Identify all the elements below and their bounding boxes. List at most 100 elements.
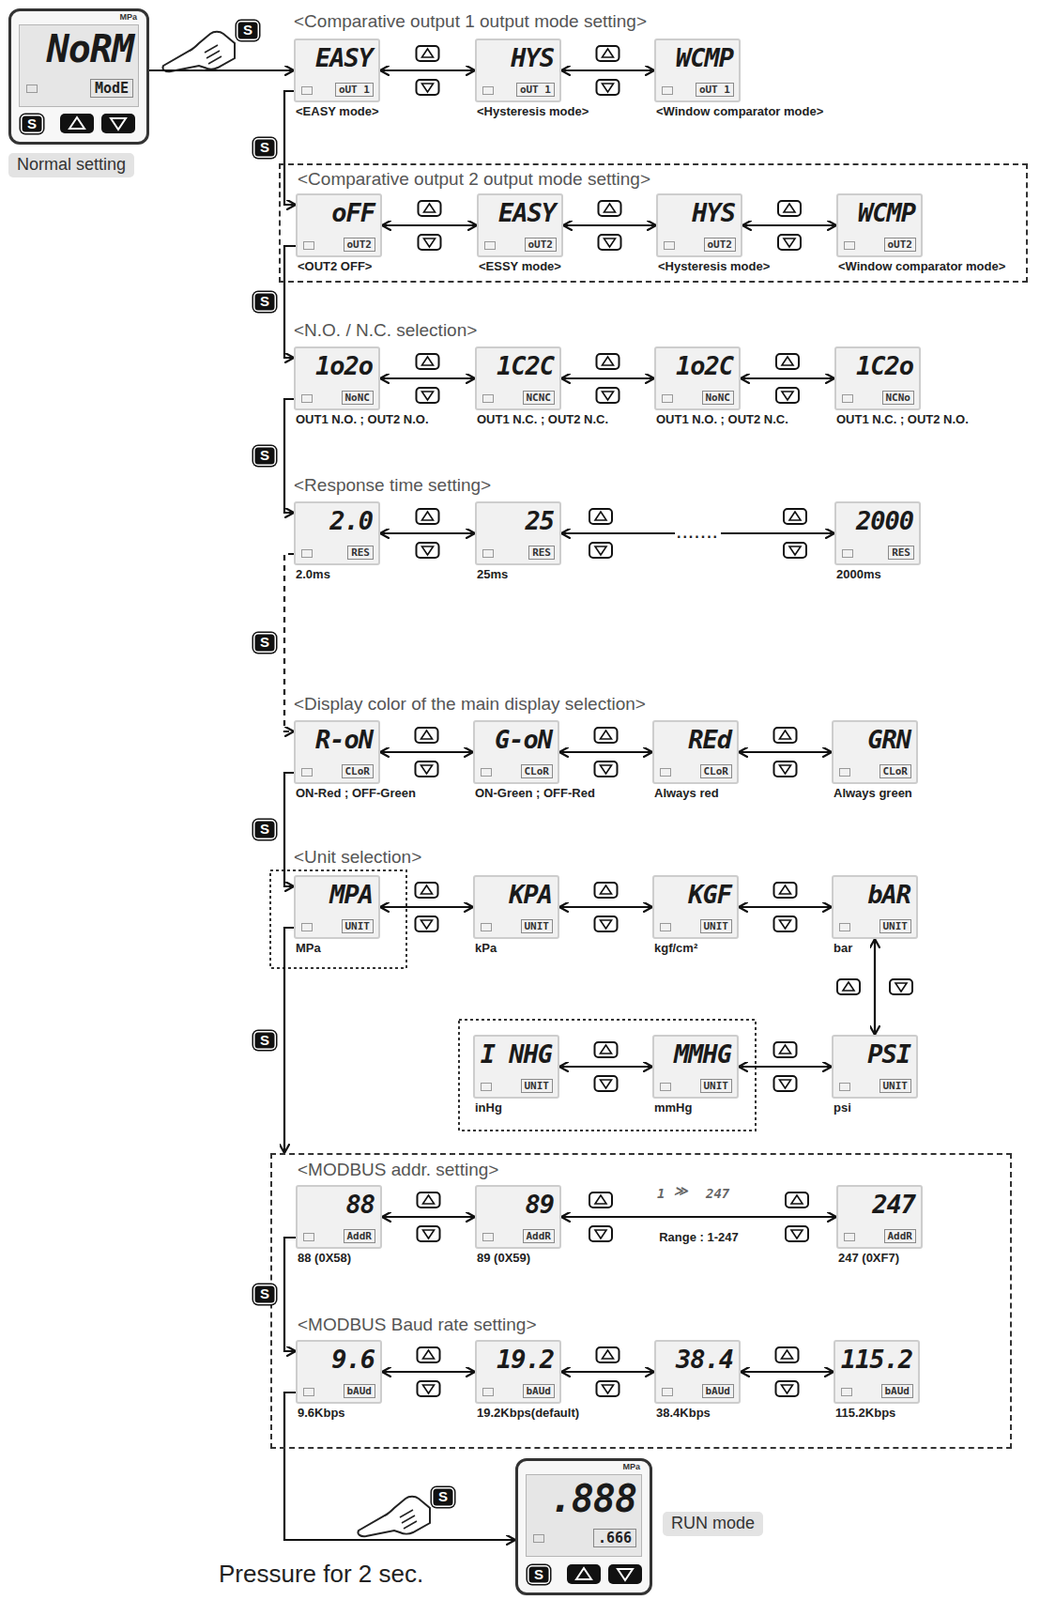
display-value: .888 bbox=[550, 1479, 637, 1517]
lcd-display: 2000RES2000ms bbox=[834, 501, 921, 566]
display-value: EASY bbox=[498, 199, 556, 226]
display-value: oFF bbox=[331, 199, 375, 226]
display-value: KPA bbox=[508, 881, 552, 907]
display-value: 19.2 bbox=[496, 1345, 554, 1372]
lcd-display: 115.2bAUd115.2Kbps bbox=[833, 1339, 920, 1404]
segment-mark bbox=[303, 1232, 315, 1241]
set-button: S bbox=[236, 20, 260, 41]
triangle-symbol bbox=[110, 118, 126, 130]
arrow-button-symbol bbox=[418, 200, 442, 216]
option-caption: mmHg bbox=[654, 1100, 692, 1116]
arrow-button-symbol bbox=[774, 727, 797, 743]
set-button: S bbox=[253, 137, 276, 158]
option-caption: 247 (0XF7) bbox=[838, 1250, 900, 1266]
arrow-button-symbol bbox=[595, 761, 618, 777]
range-display: 1 bbox=[657, 1186, 665, 1200]
segment-mark bbox=[839, 1082, 851, 1091]
option-caption: kPa bbox=[474, 940, 497, 956]
section-heading: <Comparative output 2 output mode settin… bbox=[295, 168, 653, 190]
arrow-button-symbol bbox=[595, 882, 618, 898]
set-button: S bbox=[527, 1564, 551, 1585]
segment-mark bbox=[301, 86, 313, 95]
display-value: GRN bbox=[867, 726, 911, 752]
unit-mark: MPa bbox=[622, 1462, 641, 1471]
display-label: NoNC bbox=[702, 390, 735, 405]
set-button: S bbox=[253, 632, 276, 653]
display-label: oUT2 bbox=[524, 237, 558, 252]
option-caption: OUT1 N.C. ; OUT2 N.O. bbox=[836, 412, 969, 428]
lcd-display: 1C2oNCNoOUT1 N.C. ; OUT2 N.O. bbox=[834, 346, 921, 411]
display-label: NCNC bbox=[522, 390, 556, 405]
option-caption: <Hysteresis mode> bbox=[476, 104, 589, 120]
segment-mark bbox=[482, 1232, 494, 1241]
flow-arrow bbox=[738, 750, 832, 753]
arrow-button-symbol bbox=[776, 353, 799, 369]
arrow-button-symbol bbox=[596, 1380, 620, 1396]
display-value: WCMP bbox=[857, 199, 916, 226]
button-body bbox=[101, 113, 136, 134]
arrow-button-symbol bbox=[416, 45, 440, 62]
display-label: AddR bbox=[884, 1228, 918, 1243]
display-label: oUT 1 bbox=[695, 82, 735, 97]
section-heading: <Display color of the main display selec… bbox=[293, 693, 646, 715]
lcd-display: EASYoUT 1<EASY mode> bbox=[293, 38, 381, 103]
option-caption: Always red bbox=[654, 785, 719, 801]
option-caption: inHg bbox=[474, 1100, 503, 1116]
lcd-display: PSIUNITpsi bbox=[831, 1034, 918, 1099]
lcd-display: 1o2CNoNCOUT1 N.O. ; OUT2 N.C. bbox=[654, 346, 741, 411]
lcd-display: R-oNCLoRON-Red ; OFF-Green bbox=[293, 719, 381, 784]
option-caption: <EASY mode> bbox=[295, 104, 380, 120]
segment-mark bbox=[839, 767, 851, 777]
segment-mark bbox=[663, 241, 675, 250]
arrow-button-symbol bbox=[417, 1225, 441, 1241]
triangle-symbol bbox=[617, 1568, 633, 1580]
display-value: 2000 bbox=[856, 507, 914, 534]
segment-mark bbox=[480, 1082, 492, 1091]
arrow-button-symbol bbox=[416, 353, 440, 369]
display-value: NoRM bbox=[46, 30, 134, 68]
arrow-button-symbol bbox=[783, 542, 807, 558]
lcd-display: KGFUNITkgf/cm² bbox=[652, 874, 739, 939]
display-value: 89 bbox=[524, 1191, 554, 1217]
segment-mark bbox=[301, 549, 313, 558]
segment-mark bbox=[482, 1387, 494, 1396]
arrow-button-symbol bbox=[416, 508, 440, 524]
display-label: oUT 1 bbox=[335, 82, 374, 97]
option-caption: MPa bbox=[295, 940, 322, 956]
display-value: HYS bbox=[691, 199, 735, 226]
edge-label: Range : 1-247 bbox=[657, 1229, 741, 1245]
segment-mark bbox=[841, 1387, 853, 1396]
arrow-button-symbol bbox=[774, 1075, 797, 1091]
lcd-display: HYSoUT 1<Hysteresis mode> bbox=[474, 38, 562, 103]
set-button: S bbox=[253, 1030, 276, 1051]
option-caption: bar bbox=[833, 940, 853, 956]
segment-mark bbox=[839, 922, 851, 932]
flow-arrow bbox=[284, 1237, 296, 1351]
display-label: UNIT bbox=[700, 918, 734, 933]
segment-mark bbox=[661, 394, 673, 403]
lcd-display: 1C2CNCNCOUT1 N.C. ; OUT2 N.C. bbox=[474, 346, 562, 411]
segment-mark bbox=[301, 922, 313, 932]
display-label: CLoR bbox=[879, 764, 913, 779]
arrow-button-symbol bbox=[778, 200, 801, 216]
display-label: AddR bbox=[343, 1228, 377, 1243]
dashed-frame bbox=[270, 870, 407, 968]
lcd-display: 19.2bAUd19.2Kbps(default) bbox=[474, 1339, 562, 1404]
display-value: KGF bbox=[688, 881, 732, 907]
section-heading: <Comparative output 1 output mode settin… bbox=[293, 11, 647, 32]
arrow-button-symbol bbox=[598, 200, 622, 216]
segment-mark bbox=[303, 241, 315, 250]
option-caption: kgf/cm² bbox=[654, 940, 698, 956]
arrow-button-symbol bbox=[416, 79, 440, 95]
arrow-button-symbol bbox=[416, 387, 440, 403]
display-value: 38.4 bbox=[675, 1345, 734, 1372]
arrow-buttons bbox=[58, 111, 139, 137]
lcd-display: oFFoUT2<OUT2 OFF> bbox=[295, 193, 383, 258]
arrow-button-symbol bbox=[837, 978, 860, 995]
display-value: I NHG bbox=[480, 1040, 552, 1067]
display-label: UNIT bbox=[520, 918, 554, 933]
segment-mark bbox=[301, 767, 313, 777]
range-display: ≫ bbox=[673, 1183, 689, 1197]
lcd-display: WCMPoUT2<Window comparator mode> bbox=[836, 193, 923, 258]
display-value: bAR bbox=[867, 881, 911, 907]
